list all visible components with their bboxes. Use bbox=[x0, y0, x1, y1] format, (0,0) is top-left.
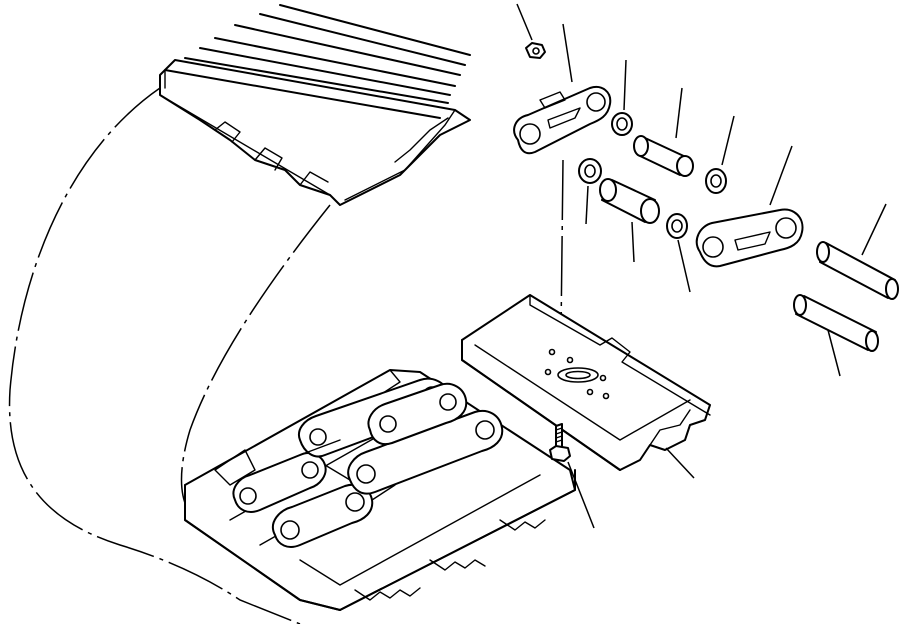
link-left bbox=[513, 23, 612, 155]
nut bbox=[516, 3, 546, 59]
shoe bbox=[461, 294, 711, 479]
bushing-upper bbox=[633, 87, 694, 177]
spacer-upper bbox=[705, 115, 735, 194]
alignment-line bbox=[559, 159, 564, 421]
track-loop-outline bbox=[8, 87, 331, 624]
spacer-lower bbox=[666, 213, 691, 293]
pin-upper bbox=[816, 203, 899, 300]
seal-lower bbox=[578, 158, 602, 225]
track-shoes-upper bbox=[159, 4, 471, 206]
link-right bbox=[695, 145, 804, 268]
bushing-lower bbox=[599, 178, 660, 263]
pin-lower bbox=[793, 294, 879, 377]
seal-upper bbox=[611, 59, 633, 136]
chain-links-lower bbox=[232, 377, 504, 548]
bolt bbox=[549, 423, 595, 529]
